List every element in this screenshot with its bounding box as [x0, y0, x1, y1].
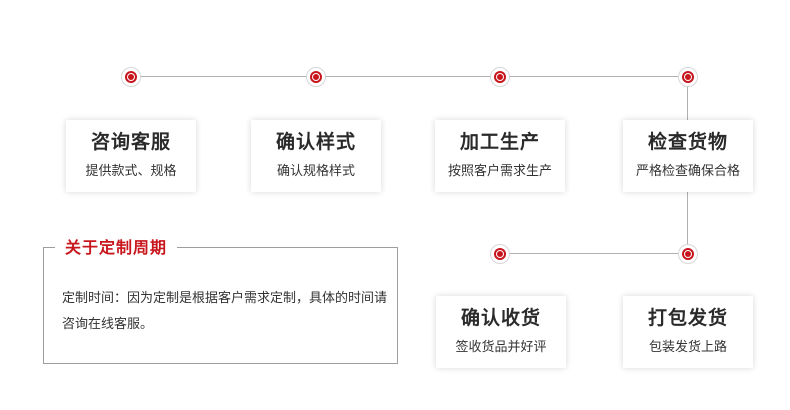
step-desc: 签收货品并好评	[455, 340, 547, 355]
step-title: 咨询客服	[90, 131, 171, 153]
step-card-consult: 咨询客服 提供款式、规格	[66, 120, 196, 192]
custom-period-text: 定制时间：因为定制是根据客户需求定制，具体的时间请咨询在线客服。	[62, 291, 388, 332]
custom-period-box	[43, 247, 398, 364]
step-card-inspection: 检查货物 严格检查确保合格	[623, 120, 753, 192]
step-desc: 提供款式、规格	[85, 164, 177, 179]
timeline-bottom-line	[500, 253, 688, 254]
timeline-node-2	[306, 67, 326, 87]
step-desc: 按照客户需求生产	[447, 164, 552, 179]
step-title: 检查货物	[647, 131, 728, 153]
timeline-node-1	[121, 67, 141, 87]
step-title: 打包发货	[647, 307, 728, 329]
timeline-node-5	[678, 244, 698, 264]
timeline-node-6	[490, 244, 510, 264]
step-card-production: 加工生产 按照客户需求生产	[435, 120, 565, 192]
step-title: 加工生产	[459, 131, 540, 153]
timeline-top-line	[131, 76, 688, 77]
step-title: 确认收货	[460, 307, 541, 329]
step-card-confirm-receipt: 确认收货 签收货品并好评	[436, 296, 566, 368]
step-card-packing-shipping: 打包发货 包装发货上路	[623, 296, 753, 368]
step-desc: 严格检查确保合格	[635, 164, 740, 179]
timeline-node-4	[678, 67, 698, 87]
timeline-node-3	[490, 67, 510, 87]
step-title: 确认样式	[275, 131, 356, 153]
step-desc: 包装发货上路	[648, 340, 727, 355]
step-card-confirm-style: 确认样式 确认规格样式	[251, 120, 381, 192]
step-desc: 确认规格样式	[276, 164, 355, 179]
custom-period-title: 关于定制周期	[55, 236, 178, 260]
